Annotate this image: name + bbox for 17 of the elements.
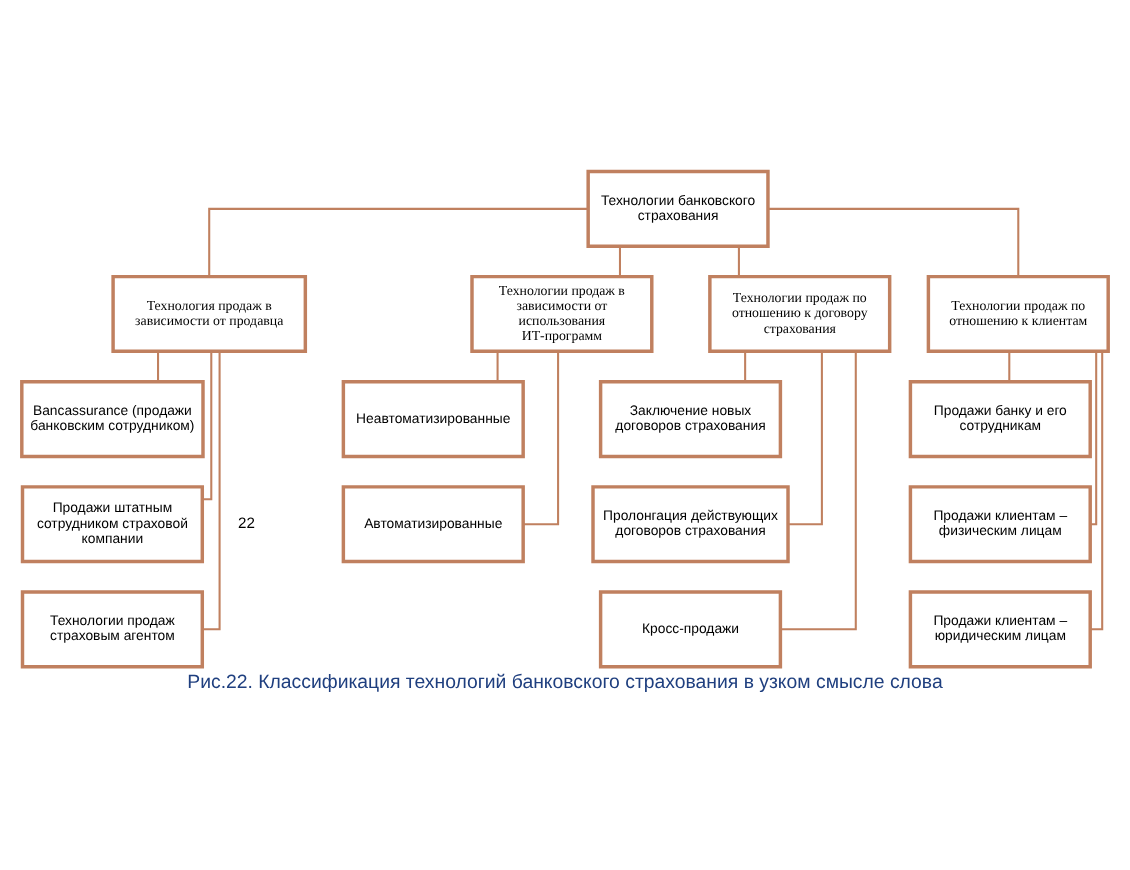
connector [1008, 351, 1011, 382]
connector [157, 351, 160, 382]
connector [744, 351, 747, 382]
connector [788, 351, 823, 526]
connector [780, 351, 857, 631]
caption: Рис.22. Классификация технологий банковского страхования в узком смысле слова [187, 671, 943, 694]
connector [737, 246, 740, 277]
connector [523, 351, 560, 526]
label: 22 [238, 514, 256, 533]
connector [1090, 351, 1104, 631]
connector [496, 351, 499, 382]
connector [202, 351, 221, 631]
connector [208, 207, 588, 277]
connector [618, 246, 621, 277]
connector [202, 351, 213, 501]
connector [768, 207, 1020, 277]
connector [1090, 351, 1098, 526]
